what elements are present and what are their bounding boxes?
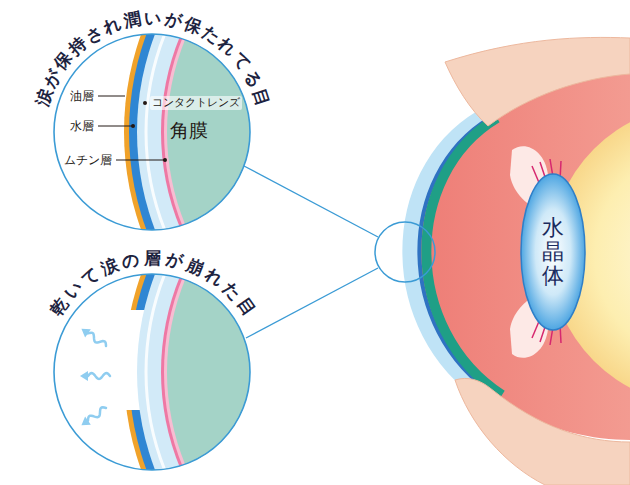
heading-char: い <box>144 10 161 27</box>
contact-lens <box>137 97 630 485</box>
heading-char: 潤 <box>122 10 142 30</box>
evaporation-arrow <box>88 333 106 346</box>
heading-char: が <box>164 250 184 270</box>
leader-dot <box>143 101 147 105</box>
heading-char: 涙 <box>98 255 120 277</box>
lens-label: 水晶体 <box>542 216 564 289</box>
heading-char: い <box>61 278 85 302</box>
cornea <box>426 118 502 395</box>
heading-char: 目 <box>250 86 271 107</box>
circle-heading: 乾いて涙の層が崩れた目 <box>59 250 246 267</box>
heading-char: 涙 <box>33 86 54 107</box>
cornea-layer <box>167 0 630 377</box>
heading-char: れ <box>202 265 226 289</box>
label-leader <box>116 160 165 161</box>
circle-outline <box>54 274 250 470</box>
evaporation-arrowhead <box>80 371 88 381</box>
leader-dot <box>163 158 167 162</box>
oil-water-layers <box>124 84 630 485</box>
heading-char: れ <box>101 14 123 36</box>
lens-highlight <box>146 106 630 485</box>
layer-label: 水層 <box>70 119 94 133</box>
evaporation-arrow <box>88 373 110 379</box>
tear-layers <box>54 84 630 485</box>
lens-node: 水晶体 <box>521 174 585 330</box>
heading-char: 層 <box>144 250 161 267</box>
circle-border <box>54 34 250 230</box>
magnify-leader <box>246 268 378 338</box>
circle-heading: 涙が保持され潤いが保たれてる目 <box>25 10 280 27</box>
heading-char: の <box>120 250 140 270</box>
heading-char: た <box>219 278 243 302</box>
circle-border <box>54 274 250 470</box>
evaporation-arrowhead <box>81 417 90 426</box>
upper-eyelid <box>445 37 630 126</box>
heading-char: て <box>78 265 102 289</box>
heading-char: 乾 <box>47 295 71 319</box>
leader-dot <box>131 124 135 128</box>
heading-char: 崩 <box>184 255 206 277</box>
cornea-layer <box>167 127 630 485</box>
magnify-leader <box>244 166 378 237</box>
lens-ellipse <box>521 174 585 330</box>
layer-label: ムチン層 <box>64 153 112 167</box>
water-layer <box>129 89 630 485</box>
mucin-layer-inner <box>164 124 630 485</box>
heading-char: 保 <box>181 14 203 36</box>
layer-label: 油層 <box>70 89 94 103</box>
magnifier-circle <box>375 222 435 282</box>
magnified-circle: 乾いて涙の層が崩れた目 <box>54 274 250 470</box>
oil-layer <box>124 84 630 485</box>
layer-label: コンタクトレンズ <box>150 96 242 109</box>
lower-eyelid <box>455 378 630 485</box>
label-leader <box>98 96 125 97</box>
heading-char: が <box>162 10 182 30</box>
evaporation-arrowhead <box>81 329 90 338</box>
label-leader <box>98 126 133 127</box>
evaporation-arrow <box>88 407 106 420</box>
layer-label: 角膜 <box>170 119 208 142</box>
heading-char: 目 <box>234 295 258 319</box>
